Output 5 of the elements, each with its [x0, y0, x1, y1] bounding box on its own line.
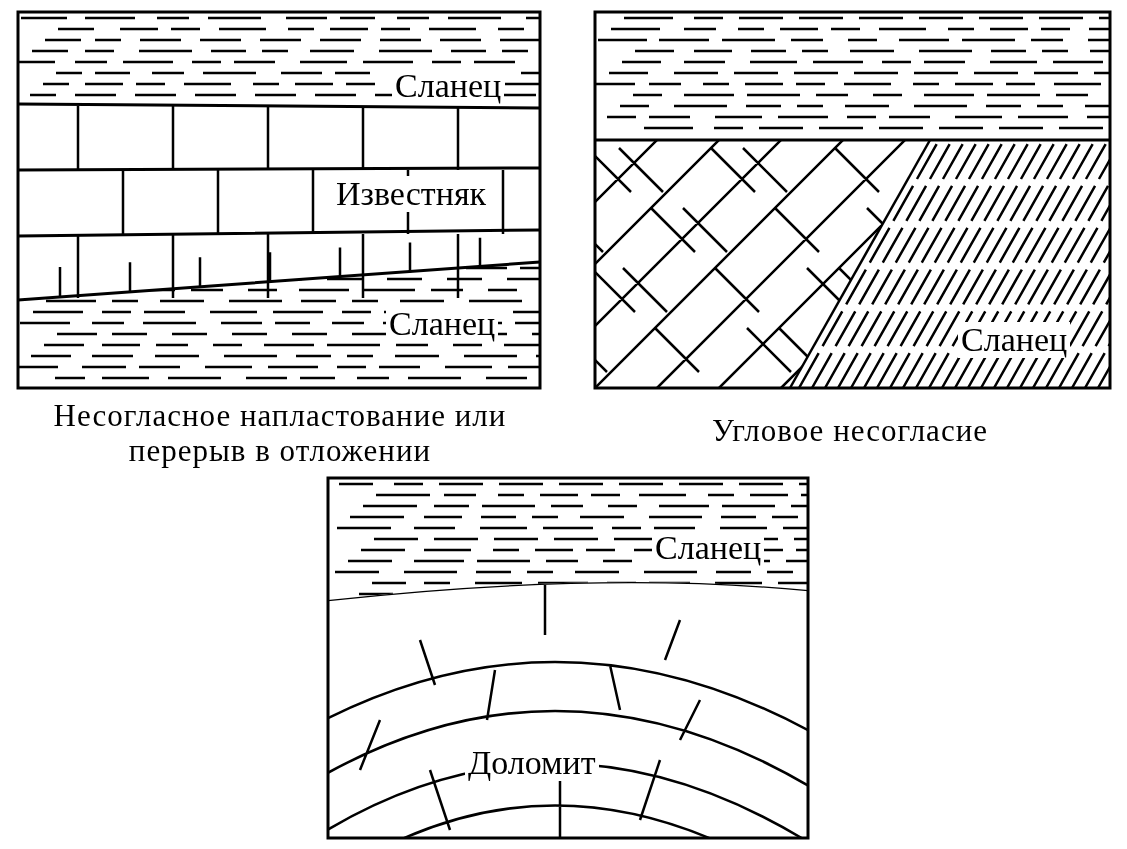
caption: Несогласное напластование или перерыв в отложении [52, 398, 508, 468]
caption: Угловое несогласие [711, 413, 989, 448]
layer-label: Известняк [333, 176, 490, 212]
layer-label: Сланец [392, 68, 505, 104]
layer-label: Сланец [958, 322, 1071, 358]
